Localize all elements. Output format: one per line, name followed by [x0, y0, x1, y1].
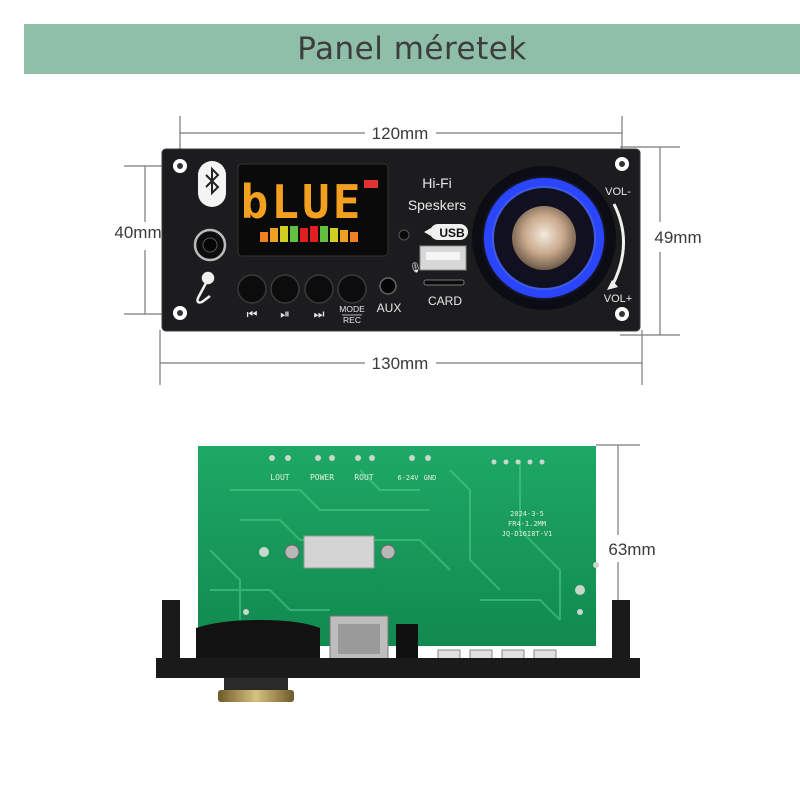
mounting-hole: [615, 307, 629, 321]
next-button[interactable]: ⏭: [304, 274, 334, 321]
rec-label: REC: [343, 315, 361, 325]
play-pause-button[interactable]: ⏯: [270, 274, 300, 321]
pcb-rout-label: ROUT: [354, 473, 373, 482]
jack-nut: [218, 690, 294, 702]
card-slot[interactable]: [423, 279, 465, 286]
dim-right-height: 49mm: [654, 228, 701, 247]
dim-bottom-width: 130mm: [372, 354, 429, 373]
title-banner: Panel méretek: [24, 24, 800, 74]
volume-arc: [610, 203, 625, 287]
display-text: bLUE: [241, 175, 364, 229]
card-label: CARD: [428, 294, 462, 308]
microphone-icon: [196, 271, 215, 304]
brand-line2: Speskers: [408, 197, 466, 213]
sd-card-holder: [329, 615, 389, 663]
spectrum-bars: [260, 226, 358, 242]
small-mic-icon: 🎙: [409, 262, 422, 274]
dim-top-width: 120mm: [372, 124, 429, 143]
aux-label: AUX: [377, 301, 402, 315]
prev-button[interactable]: ⏮: [237, 274, 267, 321]
mounting-hole: [173, 306, 187, 320]
play-pause-icon: ⏯: [280, 307, 290, 321]
mounting-hole: [173, 159, 187, 173]
front-panel: bLUE ⏮ ⏯ ⏭: [161, 148, 641, 332]
pcb-date-label: 2024-3-5: [510, 510, 544, 518]
pcb-model1-label: FR4-1.2MM: [508, 520, 546, 528]
pcb-power-label: POWER: [310, 473, 334, 482]
dim-pcb-height: 63mm: [608, 540, 655, 559]
led-display: bLUE: [237, 163, 389, 257]
voltage-regulator: [396, 624, 418, 660]
usb-port[interactable]: [419, 245, 467, 271]
next-icon: ⏭: [314, 307, 325, 321]
dim-left-height: 40mm: [114, 223, 161, 242]
mode-label: MODE: [339, 304, 365, 314]
vol-plus-label: VOL+: [604, 293, 632, 305]
knob-housing: [196, 620, 320, 662]
pcb-board: LOUT POWER ROUT 6-24V GND 2024-3-5 FR4-1…: [196, 446, 599, 663]
vol-minus-label: VOL-: [605, 186, 631, 198]
pcb-lout-label: LOUT: [270, 473, 289, 482]
ir-sensor: [398, 229, 410, 241]
aux-jack[interactable]: [379, 277, 397, 295]
mode-rec-button[interactable]: [337, 274, 367, 304]
mounting-hole: [615, 157, 629, 171]
prev-icon: ⏮: [247, 307, 258, 321]
volume-knob[interactable]: [472, 166, 616, 310]
banner-title: Panel méretek: [297, 31, 527, 67]
brand-line1: Hi-Fi: [422, 175, 452, 191]
pcb-model2-label: JQ-D16I8T-V1: [502, 530, 553, 538]
dimension-lines: [124, 116, 680, 661]
heat-chip: [284, 535, 396, 569]
usb-badge: USB: [424, 224, 468, 240]
bluetooth-icon: [198, 161, 226, 207]
mic-jack[interactable]: [193, 228, 227, 262]
panel-edge: [156, 600, 640, 702]
pcb-voltage-label: 6-24V: [397, 474, 419, 482]
usb-label: USB: [439, 226, 465, 240]
pcb-gnd-label: GND: [424, 474, 437, 482]
